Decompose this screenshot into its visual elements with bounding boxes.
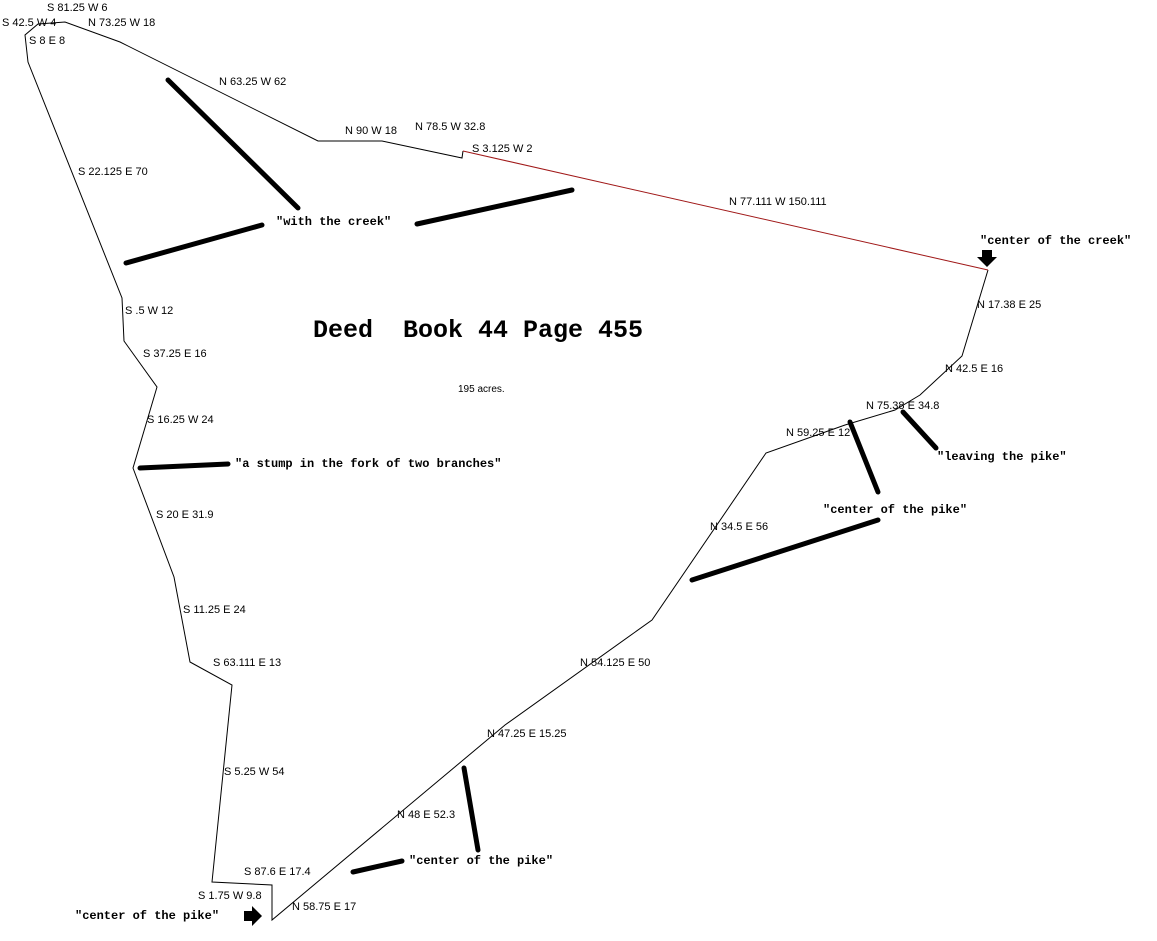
bearing-label: S 20 E 31.9: [156, 509, 214, 521]
bearing-label: S 22.125 E 70: [78, 166, 148, 178]
bearing-label: S .5 W 12: [125, 305, 174, 317]
bearing-label: N 77.111 W 150.111: [729, 196, 827, 208]
arrow-down-icon: [977, 250, 997, 267]
bearing-label: S 87.6 E 17.4: [244, 866, 311, 878]
acreage: 195 acres.: [458, 384, 505, 395]
bearing-label: N 90 W 18: [345, 125, 397, 137]
pointer-line: [137, 461, 231, 471]
arrow-right-icon: [244, 906, 262, 926]
annotation-center-of-pike: "center of the pike": [409, 854, 554, 868]
deed-title: Deed Book 44 Page 455: [313, 316, 644, 345]
bearing-label: N 34.5 E 56: [710, 521, 769, 533]
bearing-label: N 48 E 52.3: [397, 809, 456, 821]
bearing-label: S 63.111 E 13: [213, 657, 282, 669]
pointer-line: [350, 858, 405, 875]
bearing-label: S 37.25 E 16: [143, 348, 207, 360]
bearing-label: N 59.25 E 12: [786, 427, 851, 439]
bearing-label: S 5.25 W 54: [224, 766, 285, 778]
bearing-label: N 75.38 E 34.8: [866, 400, 940, 412]
bearing-label: S 11.25 E 24: [183, 604, 246, 616]
annotation-center-of-pike: "center of the pike": [75, 909, 220, 923]
boundary-line: [24, 21, 989, 922]
bearing-label: N 17.38 E 25: [977, 299, 1042, 311]
annotation-stump: "a stump in the fork of two branches": [235, 457, 502, 471]
bearing-label: N 47.25 E 15.25: [487, 728, 567, 740]
pointer-line: [900, 409, 939, 451]
bearing-label: S 16.25 W 24: [147, 414, 214, 426]
pointer-line: [461, 765, 481, 853]
bearing-label: N 58.75 E 17: [292, 901, 357, 913]
annotation-leaving-pike: "leaving the pike": [937, 450, 1067, 464]
pointer-line: [414, 187, 575, 227]
pointer-line: [123, 222, 265, 266]
bearing-label: N 78.5 W 32.8: [415, 121, 486, 133]
pointer-line: [847, 419, 881, 495]
bearing-label: S 8 E 8: [29, 35, 66, 47]
bearing-label: S 1.75 W 9.8: [198, 890, 262, 902]
annotation-with-the-creek: "with the creek": [276, 215, 392, 229]
bearing-label: N 54.125 E 50: [580, 657, 651, 669]
bearing-label: S 42.5 W 4: [2, 17, 57, 29]
bearing-label: S 3.125 W 2: [472, 143, 533, 155]
bearing-label: N 63.25 W 62: [219, 76, 287, 88]
pointer-lines: [123, 77, 939, 875]
bearing-label: N 42.5 E 16: [945, 363, 1004, 375]
bearing-label: N 73.25 W 18: [88, 17, 156, 29]
annotation-center-of-creek: "center of the creek": [980, 234, 1132, 248]
pointer-line: [165, 77, 301, 211]
creek-boundary-line: [462, 150, 989, 271]
annotation-center-of-pike: "center of the pike": [823, 503, 968, 517]
pointer-line: [689, 517, 881, 583]
bearing-label: S 81.25 W 6: [47, 2, 108, 14]
